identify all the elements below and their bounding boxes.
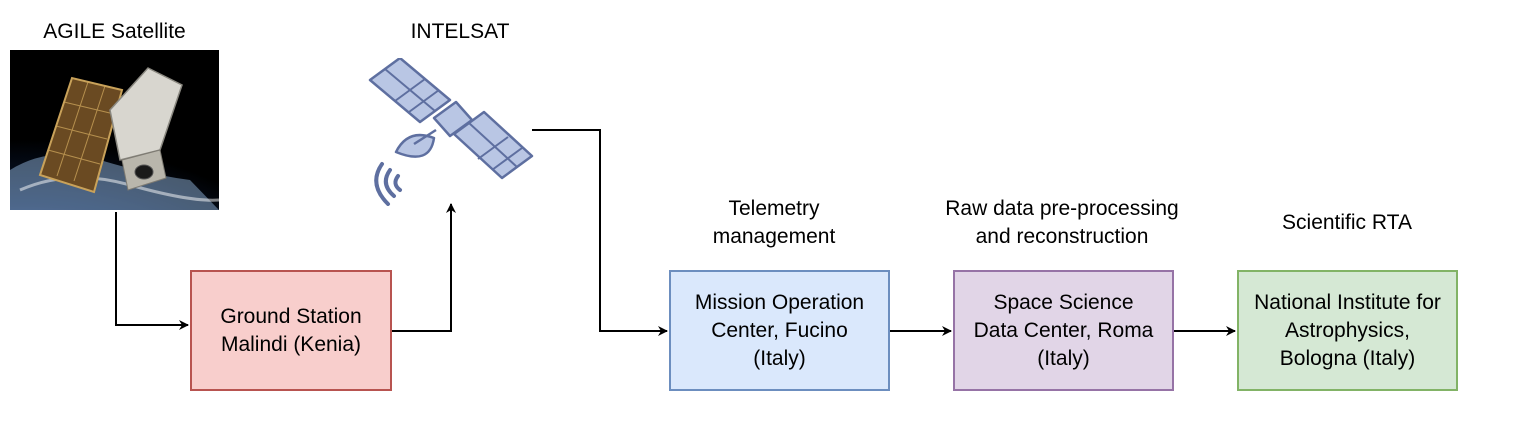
arrow-ground-station-to-intelsat <box>392 203 456 332</box>
inaf-box: National Institute for Astrophysics, Bol… <box>1237 270 1458 391</box>
space-science-data-center-box: Space Science Data Center, Roma (Italy) <box>953 270 1174 391</box>
agile-satellite-photo <box>10 50 219 210</box>
arrow-agile-to-ground-station <box>115 212 189 330</box>
scientific-rta-label: Scientific RTA <box>1282 211 1412 234</box>
ground-station-box: Ground Station Malindi (Kenia) <box>190 270 392 391</box>
telemetry-management-label: Telemetry management <box>712 197 836 248</box>
agile-satellite-label: AGILE Satellite <box>43 20 186 43</box>
raw-data-label: Raw data pre-processing and reconstructi… <box>945 197 1179 248</box>
communication-satellite-icon <box>368 58 534 206</box>
mission-operation-center-box: Mission Operation Center, Fucino (Italy) <box>669 270 890 391</box>
arrow-intelsat-to-mission-operation <box>532 129 668 336</box>
intelsat-label: INTELSAT <box>410 20 510 43</box>
